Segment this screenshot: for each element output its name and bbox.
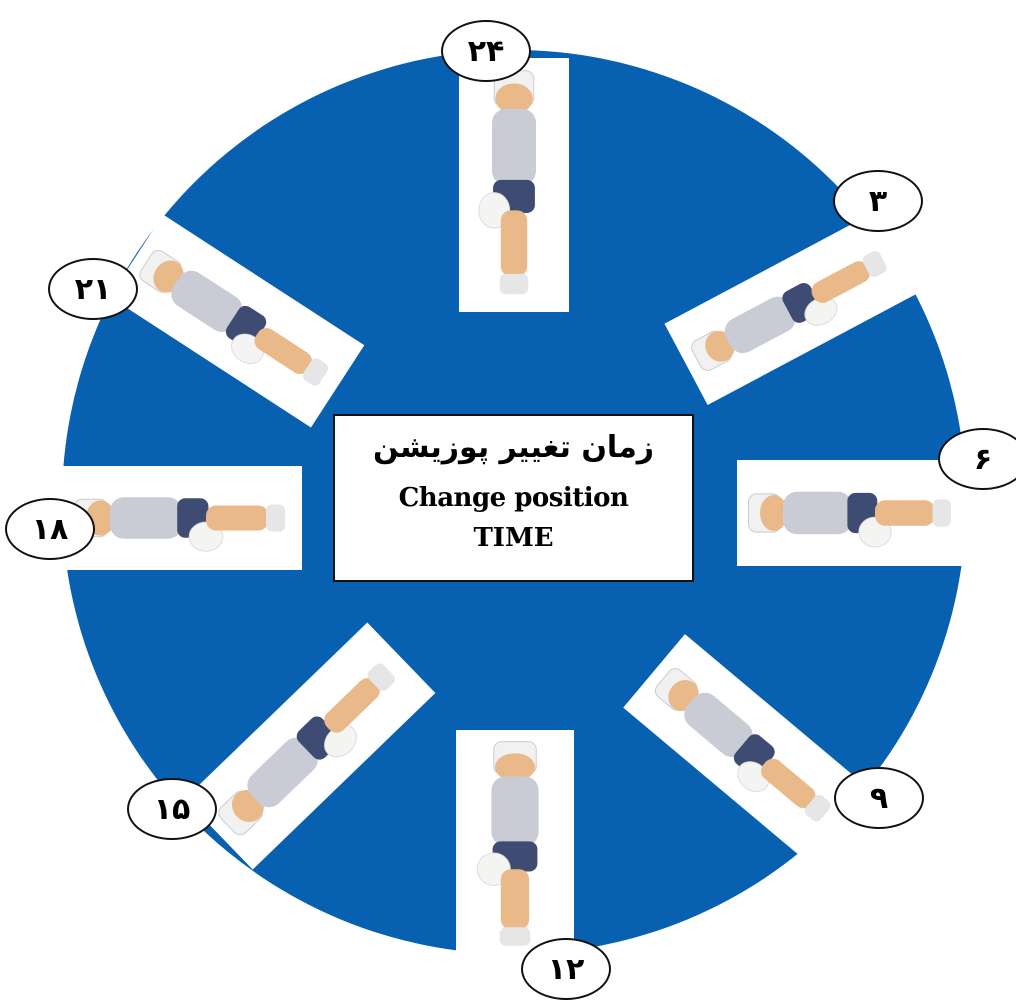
- position-card-12: [456, 730, 574, 962]
- hour-badge-9: ۹: [834, 767, 924, 829]
- hour-badge-15: ۱۵: [127, 778, 217, 840]
- hour-badge-3: ۳: [833, 170, 923, 232]
- title-box: زمان تغيير پوزيشن Change position TIME: [333, 414, 694, 582]
- title-english-line2: TIME: [335, 523, 692, 553]
- title-persian: زمان تغيير پوزيشن: [335, 430, 692, 465]
- patient-figure: [62, 466, 302, 570]
- title-english-line1: Change position: [335, 483, 692, 513]
- patient-figure: [456, 730, 574, 962]
- patient-figure: [737, 460, 967, 566]
- hour-badge-24: ۲۴: [441, 20, 531, 82]
- patient-figure: [459, 58, 569, 312]
- position-card-6: [737, 460, 967, 566]
- hour-badge-12: ۱۲: [521, 938, 611, 1000]
- hour-badge-21: ۲۱: [48, 258, 138, 320]
- position-card-24: [459, 58, 569, 312]
- position-card-18: [62, 466, 302, 570]
- hour-badge-18: ۱۸: [5, 498, 95, 560]
